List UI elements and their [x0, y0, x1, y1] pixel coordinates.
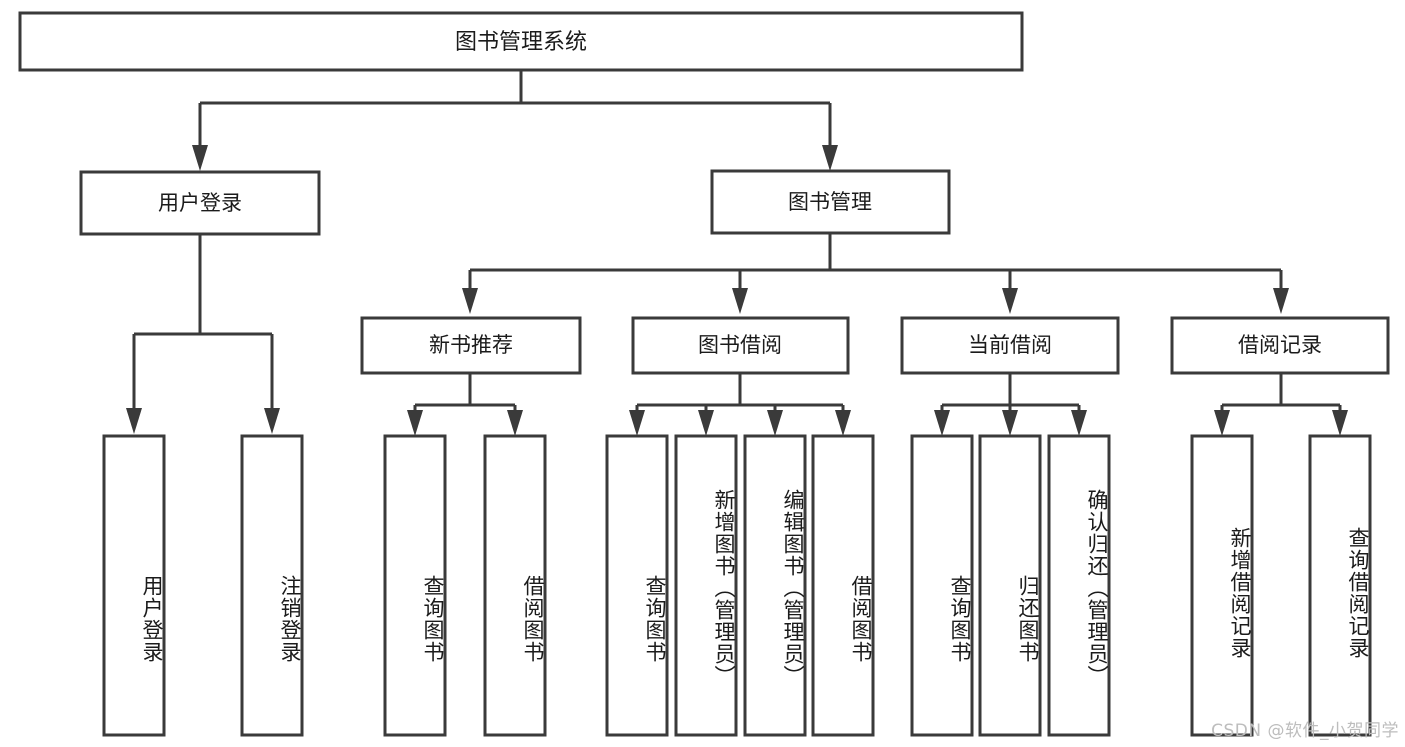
connector-group-borrowrecord-to-leaves [1214, 373, 1348, 436]
leaf-box-borrow-book-1[interactable] [483, 434, 547, 737]
leaf-box-borrow-book-2[interactable] [811, 434, 875, 737]
node-book-borrow[interactable]: 图书借阅 [631, 316, 850, 375]
leaf-box-confirm-return-admin[interactable] [1047, 434, 1111, 737]
connector-group-currentborrow-to-leaves [934, 373, 1087, 436]
node-root-label: 图书管理系统 [455, 30, 587, 55]
node-book-management[interactable]: 图书管理 [710, 169, 951, 235]
leaf-box-edit-book-admin[interactable] [743, 434, 807, 737]
node-current-borrow[interactable]: 当前借阅 [900, 316, 1120, 375]
leaf-box-add-borrow-record[interactable] [1190, 434, 1254, 737]
leaf-group-borrow-record [1190, 434, 1372, 737]
node-new-book-recommend-label: 新书推荐 [429, 333, 513, 357]
node-current-borrow-label: 当前借阅 [968, 333, 1052, 357]
leaf-box-add-book-admin[interactable] [674, 434, 738, 737]
node-user-login-label: 用户登录 [158, 191, 242, 215]
leaf-box-query-book-1[interactable] [383, 434, 447, 737]
node-book-borrow-label: 图书借阅 [698, 333, 782, 357]
node-root-system[interactable]: 图书管理系统 [18, 11, 1024, 72]
connector-group-newbook-to-leaves [407, 373, 523, 436]
connector-group-root-to-level1 [192, 70, 838, 171]
leaf-box-query-book-2[interactable] [605, 434, 669, 737]
node-borrow-record-label: 借阅记录 [1238, 333, 1322, 357]
leaf-box-logout[interactable] [240, 434, 304, 737]
node-new-book-recommend[interactable]: 新书推荐 [360, 316, 582, 375]
connector-group-userlogin-to-leaves [126, 234, 280, 434]
node-book-management-label: 图书管理 [788, 190, 872, 214]
leaf-box-query-borrow-record[interactable] [1308, 434, 1372, 737]
leaf-box-user-login[interactable] [102, 434, 166, 737]
connector-group-bookborrow-to-leaves [629, 373, 851, 436]
leaf-box-return-book[interactable] [978, 434, 1042, 737]
leaf-group-book-borrow [605, 434, 875, 737]
leaf-group-new-book-recommend [383, 434, 547, 737]
csdn-watermark: CSDN @软件_小贺同学 [1211, 721, 1399, 741]
node-user-login[interactable]: 用户登录 [79, 170, 321, 236]
leaf-group-user-login [102, 434, 304, 737]
leaf-group-current-borrow [910, 434, 1111, 737]
node-borrow-record[interactable]: 借阅记录 [1170, 316, 1390, 375]
leaf-box-query-book-3[interactable] [910, 434, 974, 737]
connector-group-bookmgmt-to-level2 [462, 233, 1289, 314]
